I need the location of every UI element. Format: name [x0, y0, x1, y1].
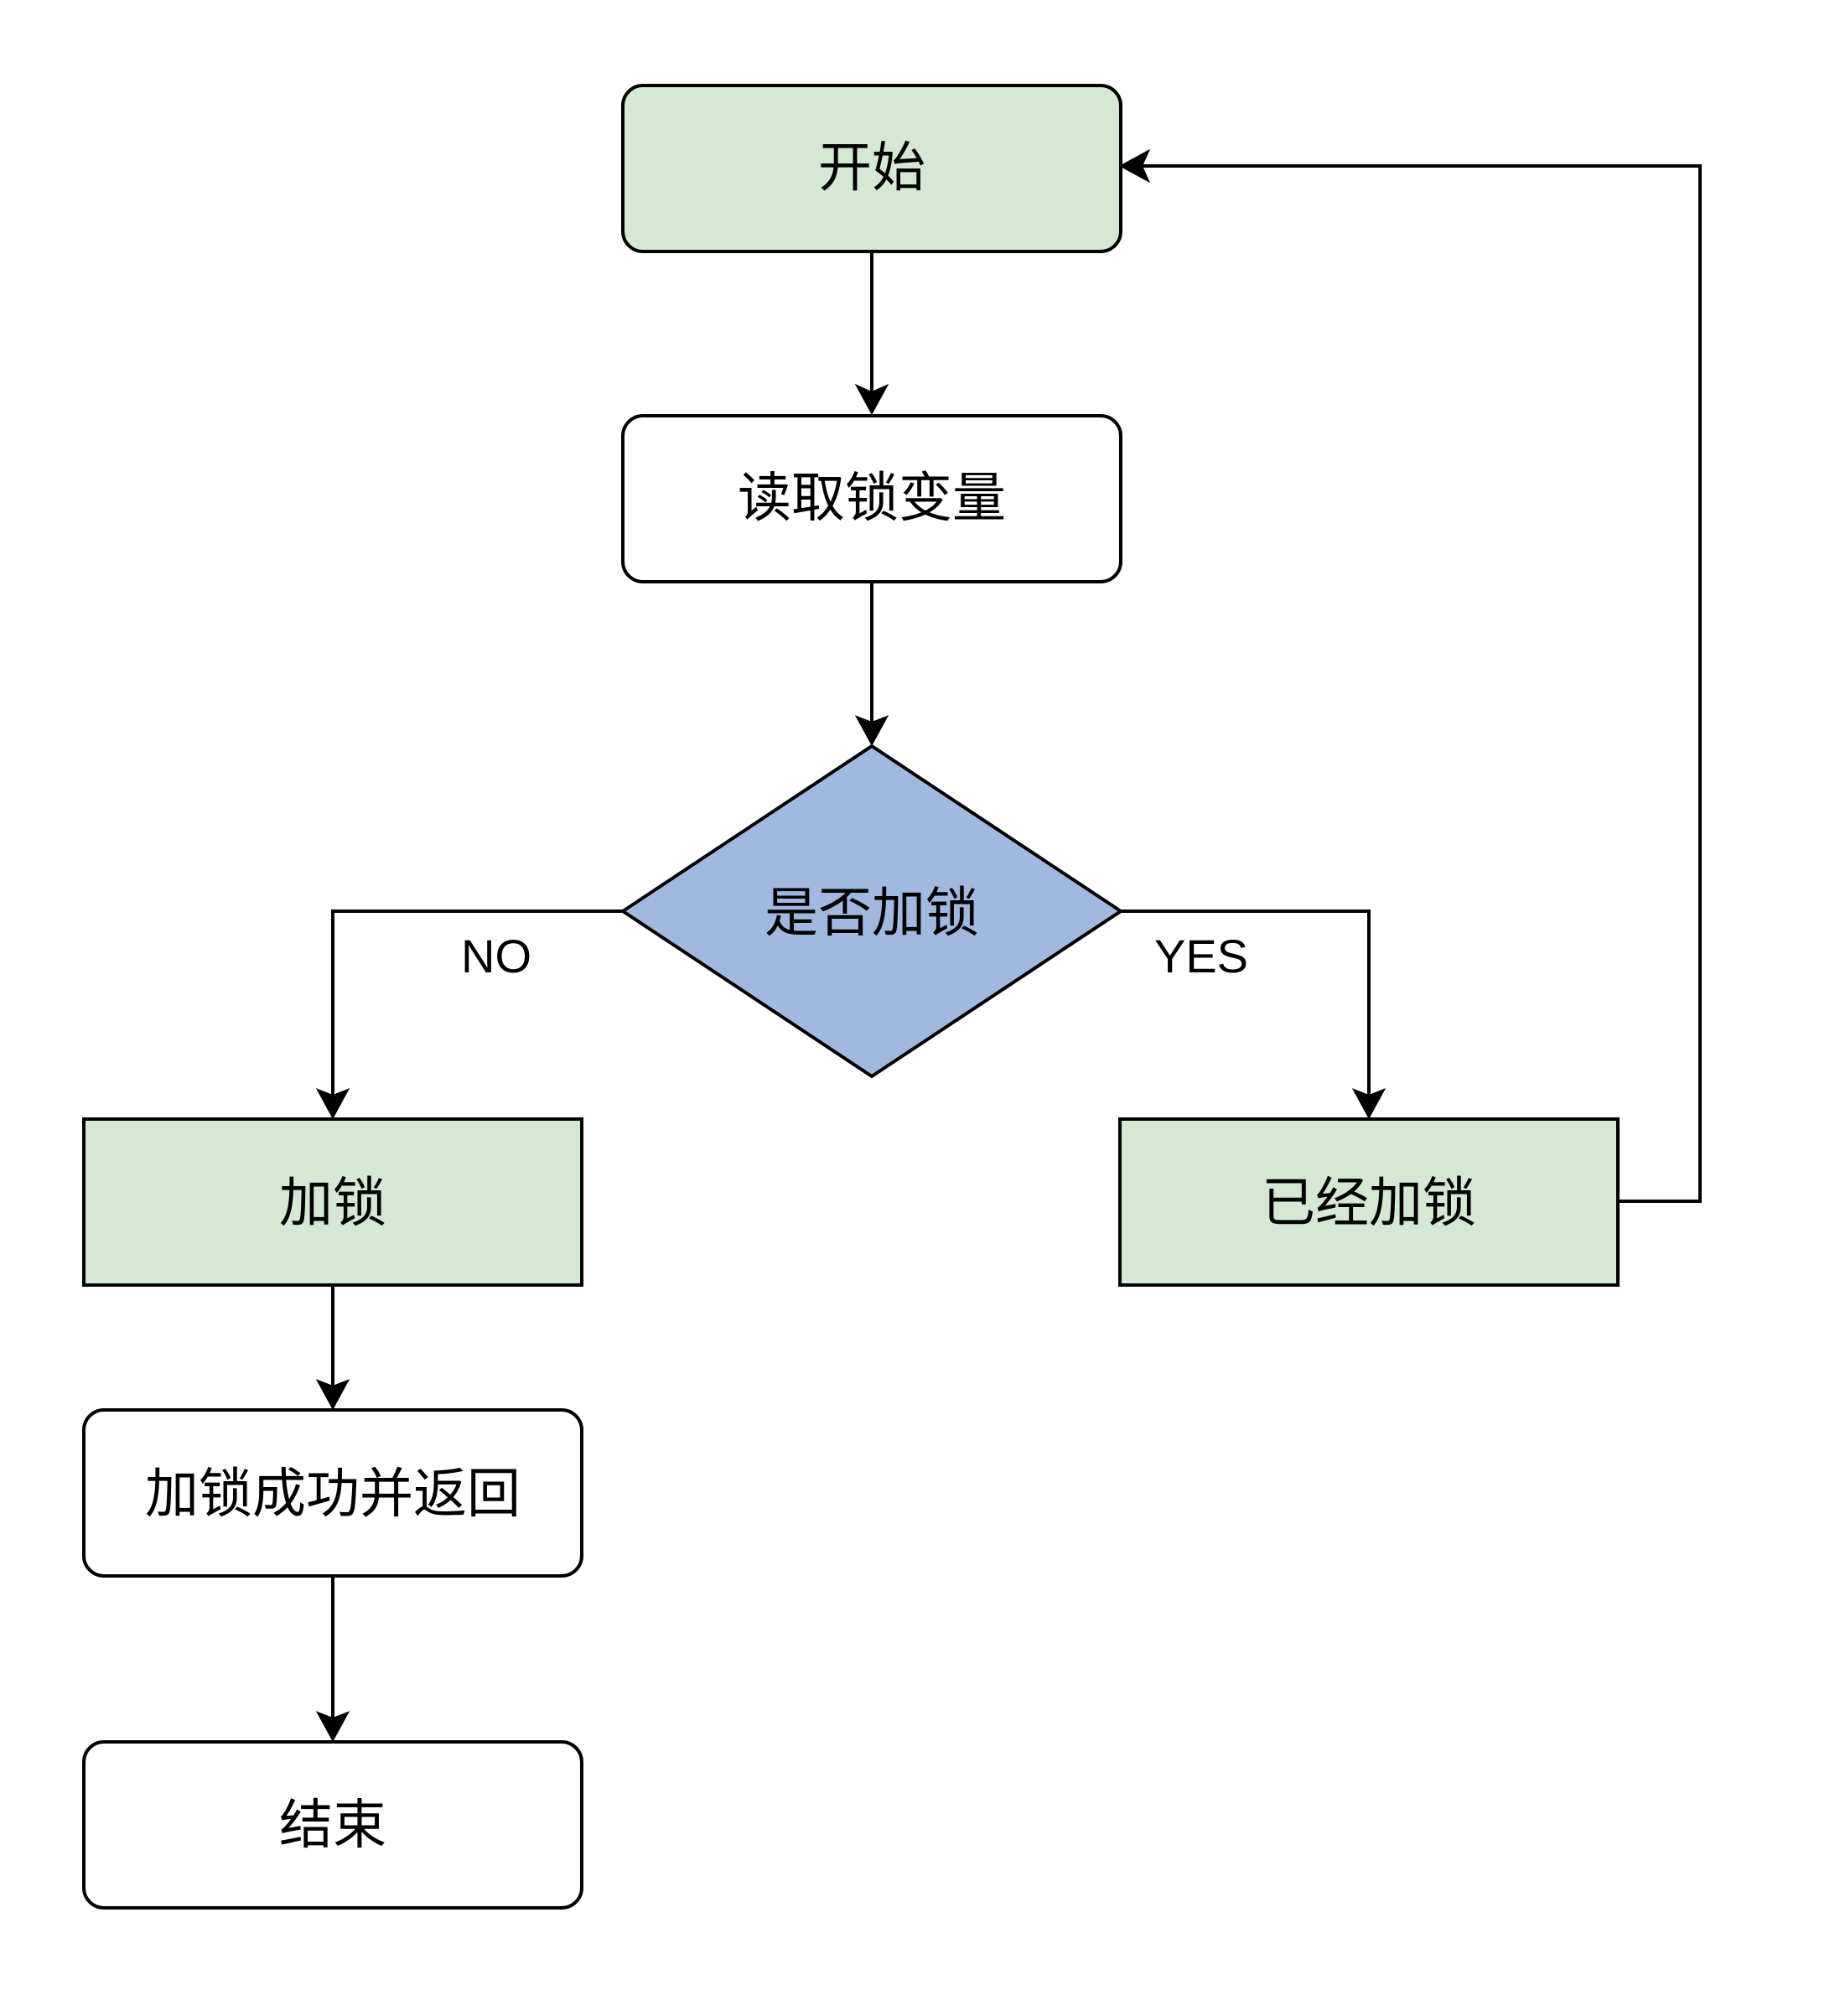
node-lock-success-return-shape: [82, 1408, 583, 1578]
node-start-label: 开始: [818, 137, 925, 200]
node-start[interactable]: 开始: [621, 84, 1122, 253]
node-start-shape: [621, 84, 1122, 253]
edges: [315, 148, 1702, 1743]
edge-already-locked-loop-to-start: [1118, 148, 1702, 1203]
node-read-lock-variable-label: 读取锁变量: [738, 468, 1006, 530]
node-read-lock-variable-shape: [621, 414, 1122, 583]
node-read-lock-variable[interactable]: 读取锁变量: [621, 414, 1122, 583]
edge-decision-no-to-lock: [315, 910, 623, 1120]
edge-start-to-read: [854, 251, 889, 416]
edge-read-to-decision: [854, 583, 889, 747]
node-lock[interactable]: 加锁: [82, 1117, 583, 1287]
node-already-locked-shape: [1118, 1117, 1620, 1287]
node-decision-is-locked-label: 是否加锁: [765, 883, 979, 945]
node-end-label: 结束: [279, 1795, 386, 1857]
node-already-locked-label: 已经加锁: [1262, 1173, 1476, 1235]
node-lock-success-return[interactable]: 加锁成功并返回: [82, 1408, 583, 1578]
edge-label-yes: YES: [1154, 930, 1248, 982]
edge-success-to-end: [315, 1576, 350, 1743]
edge-decision-yes-to-already-locked: [1121, 910, 1386, 1120]
edge-lock-to-success: [315, 1285, 350, 1411]
node-already-locked[interactable]: 已经加锁: [1118, 1117, 1620, 1287]
edge-label-no: NO: [461, 930, 531, 982]
node-lock-label: 加锁: [279, 1173, 386, 1235]
node-decision-is-locked[interactable]: 是否加锁: [619, 744, 1124, 1079]
node-end-shape: [82, 1740, 583, 1910]
node-end[interactable]: 结束: [82, 1740, 583, 1910]
node-decision-is-locked-shape: [619, 744, 1124, 1079]
node-lock-shape: [82, 1117, 583, 1287]
node-lock-success-return-label: 加锁成功并返回: [145, 1464, 521, 1526]
